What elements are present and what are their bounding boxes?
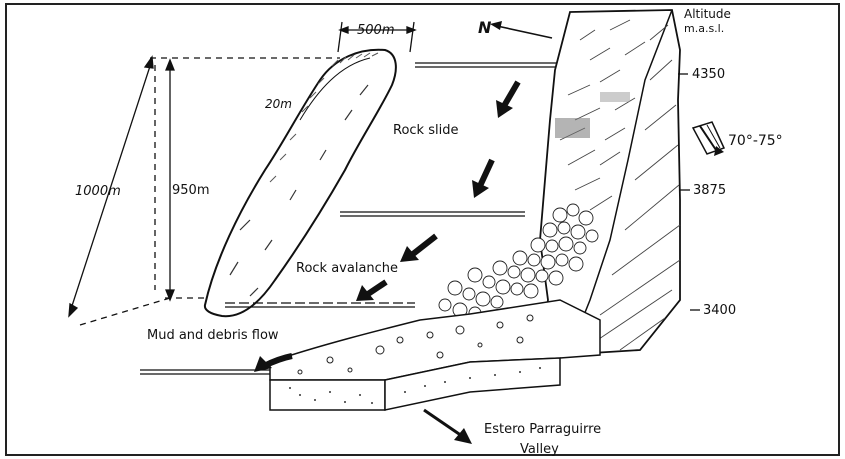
altitude-3875: 3875	[693, 183, 726, 198]
rock-slide-label: Rock slide	[393, 123, 458, 138]
thickness-label: 20m	[265, 97, 292, 111]
height-label: 950m	[172, 183, 209, 198]
valley-label-line1: Estero Parraguirre	[484, 422, 601, 437]
altitude-4350: 4350	[692, 67, 725, 82]
length-slope-label: 1000m	[75, 184, 121, 199]
valley-label-line2: Valley	[520, 442, 559, 457]
altitude-3400: 3400	[703, 303, 736, 318]
rock-avalanche-label: Rock avalanche	[296, 261, 398, 276]
altitude-header-line2: m.a.s.l.	[684, 22, 724, 35]
dip-label: 70°-75°	[728, 133, 783, 149]
mud-debris-label: Mud and debris flow	[147, 328, 279, 343]
width-label: 500m	[357, 23, 394, 38]
altitude-header-line1: Altitude	[684, 7, 731, 21]
north-label: N	[478, 18, 492, 37]
